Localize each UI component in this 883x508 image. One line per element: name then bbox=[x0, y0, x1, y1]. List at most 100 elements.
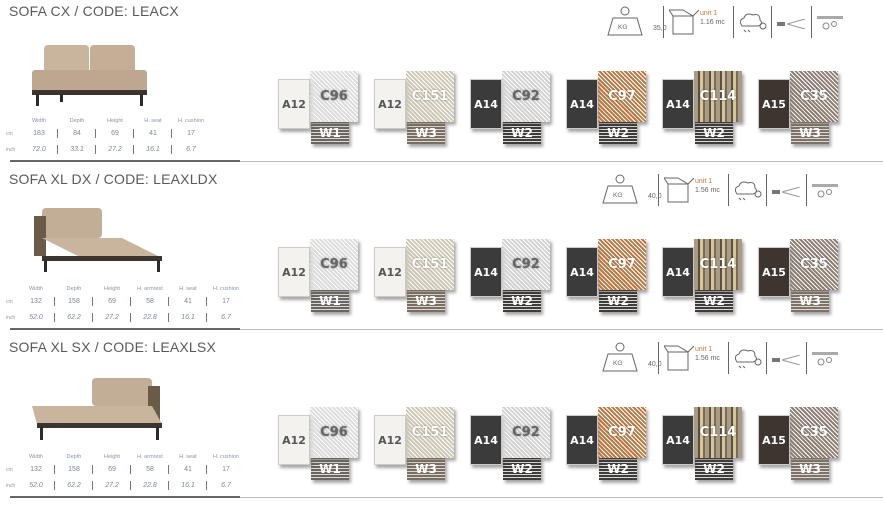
wood-swatch[interactable]: W2 bbox=[599, 122, 637, 144]
wood-swatch[interactable]: W3 bbox=[407, 458, 445, 480]
cushion-fabric-swatch[interactable]: C96 bbox=[310, 407, 358, 458]
aluminium-swatch[interactable]: A14 bbox=[470, 415, 502, 465]
dimension-value: 16.1 bbox=[181, 482, 195, 489]
product-title: SOFA CX / CODE: LEACX bbox=[9, 3, 179, 19]
wood-swatch[interactable]: W2 bbox=[695, 290, 733, 312]
cushion-fabric-swatch[interactable]: C92 bbox=[502, 407, 550, 458]
wood-swatch[interactable]: W2 bbox=[695, 458, 733, 480]
aluminium-swatch[interactable]: A14 bbox=[662, 415, 694, 465]
wood-swatch[interactable]: W2 bbox=[503, 290, 541, 312]
wood-swatch[interactable]: W1 bbox=[311, 122, 349, 144]
wood-swatch[interactable]: W3 bbox=[407, 290, 445, 312]
cushion-fabric-swatch[interactable]: C114 bbox=[694, 71, 742, 122]
dimension-label: Width bbox=[28, 454, 44, 460]
divider bbox=[663, 6, 664, 38]
aluminium-swatch[interactable]: A14 bbox=[566, 415, 598, 465]
column-separator bbox=[205, 297, 207, 306]
cushion-fabric-swatch[interactable]: C92 bbox=[502, 71, 550, 122]
product-image bbox=[22, 366, 172, 451]
cushion-fabric-swatch[interactable]: C96 bbox=[310, 71, 358, 122]
column-separator bbox=[170, 145, 172, 154]
column-separator bbox=[53, 297, 55, 306]
water-drain-icon bbox=[812, 348, 840, 373]
aluminium-swatch[interactable]: A12 bbox=[374, 79, 406, 129]
wood-swatch[interactable]: W2 bbox=[503, 458, 541, 480]
cushion-fabric-swatch[interactable]: C114 bbox=[694, 407, 742, 458]
aluminium-swatch[interactable]: A12 bbox=[278, 247, 310, 297]
divider bbox=[658, 174, 659, 206]
weight-value: 35,0 bbox=[653, 25, 667, 32]
aluminium-swatch[interactable]: A12 bbox=[278, 415, 310, 465]
dimension-value: 6.7 bbox=[186, 146, 196, 153]
cushion-fabric-swatch[interactable]: C92 bbox=[502, 239, 550, 290]
wood-swatch[interactable]: W1 bbox=[311, 458, 349, 480]
dimension-value: 41 bbox=[149, 130, 157, 137]
wood-swatch[interactable]: W2 bbox=[599, 290, 637, 312]
cushion-fabric-swatch[interactable]: C35 bbox=[790, 71, 838, 122]
aluminium-swatch[interactable]: A14 bbox=[470, 247, 502, 297]
wood-swatch[interactable]: W3 bbox=[791, 290, 829, 312]
wood-swatch[interactable]: W1 bbox=[311, 290, 349, 312]
next-section-rule bbox=[10, 496, 883, 498]
aluminium-swatch[interactable]: A14 bbox=[470, 79, 502, 129]
unit-label: inch bbox=[6, 483, 16, 489]
aluminium-swatch[interactable]: A12 bbox=[374, 415, 406, 465]
aluminium-swatch[interactable]: A15 bbox=[758, 247, 790, 297]
aluminium-swatch[interactable]: A14 bbox=[566, 79, 598, 129]
cushion-fabric-swatch[interactable]: C35 bbox=[790, 239, 838, 290]
divider bbox=[766, 342, 767, 374]
wood-swatch[interactable]: W2 bbox=[695, 122, 733, 144]
product-title: SOFA XL DX / CODE: LEAXLDX bbox=[9, 171, 218, 187]
cushion-fabric-swatch[interactable]: C97 bbox=[598, 407, 646, 458]
aluminium-swatch[interactable]: A14 bbox=[662, 247, 694, 297]
dimension-label: Depth bbox=[66, 454, 82, 460]
cushion-fabric-swatch[interactable]: C151 bbox=[406, 71, 454, 122]
dimension-label: Width bbox=[28, 286, 44, 292]
dimension-label: Height bbox=[104, 286, 120, 292]
cushion-fabric-swatch[interactable]: C35 bbox=[790, 407, 838, 458]
aluminium-swatch[interactable]: A14 bbox=[662, 79, 694, 129]
weight-value: 40,0 bbox=[648, 361, 662, 368]
cushion-fabric-swatch[interactable]: C151 bbox=[406, 239, 454, 290]
aluminium-swatch[interactable]: A12 bbox=[374, 247, 406, 297]
weather-resistant-icon bbox=[738, 12, 768, 39]
dimension-value: 16.1 bbox=[146, 146, 160, 153]
wood-swatch[interactable]: W2 bbox=[503, 122, 541, 144]
cushion-fabric-swatch[interactable]: C97 bbox=[598, 71, 646, 122]
dimension-label: H. armrest bbox=[137, 286, 163, 292]
wood-swatch[interactable]: W3 bbox=[407, 122, 445, 144]
cushion-fabric-swatch[interactable]: C97 bbox=[598, 239, 646, 290]
spray-clean-icon bbox=[772, 184, 802, 202]
aluminium-swatch[interactable]: A14 bbox=[566, 247, 598, 297]
column-separator bbox=[132, 129, 134, 138]
cushion-fabric-swatch[interactable]: C151 bbox=[406, 407, 454, 458]
cushion-fabric-swatch[interactable]: C96 bbox=[310, 239, 358, 290]
wood-swatch[interactable]: W3 bbox=[791, 122, 829, 144]
cushion-fabric-swatch[interactable]: C114 bbox=[694, 239, 742, 290]
wood-swatch[interactable]: W3 bbox=[791, 458, 829, 480]
aluminium-swatch[interactable]: A15 bbox=[758, 415, 790, 465]
wood-swatch[interactable]: W2 bbox=[599, 458, 637, 480]
aluminium-swatch[interactable]: A15 bbox=[758, 79, 790, 129]
aluminium-swatch[interactable]: A12 bbox=[278, 79, 310, 129]
